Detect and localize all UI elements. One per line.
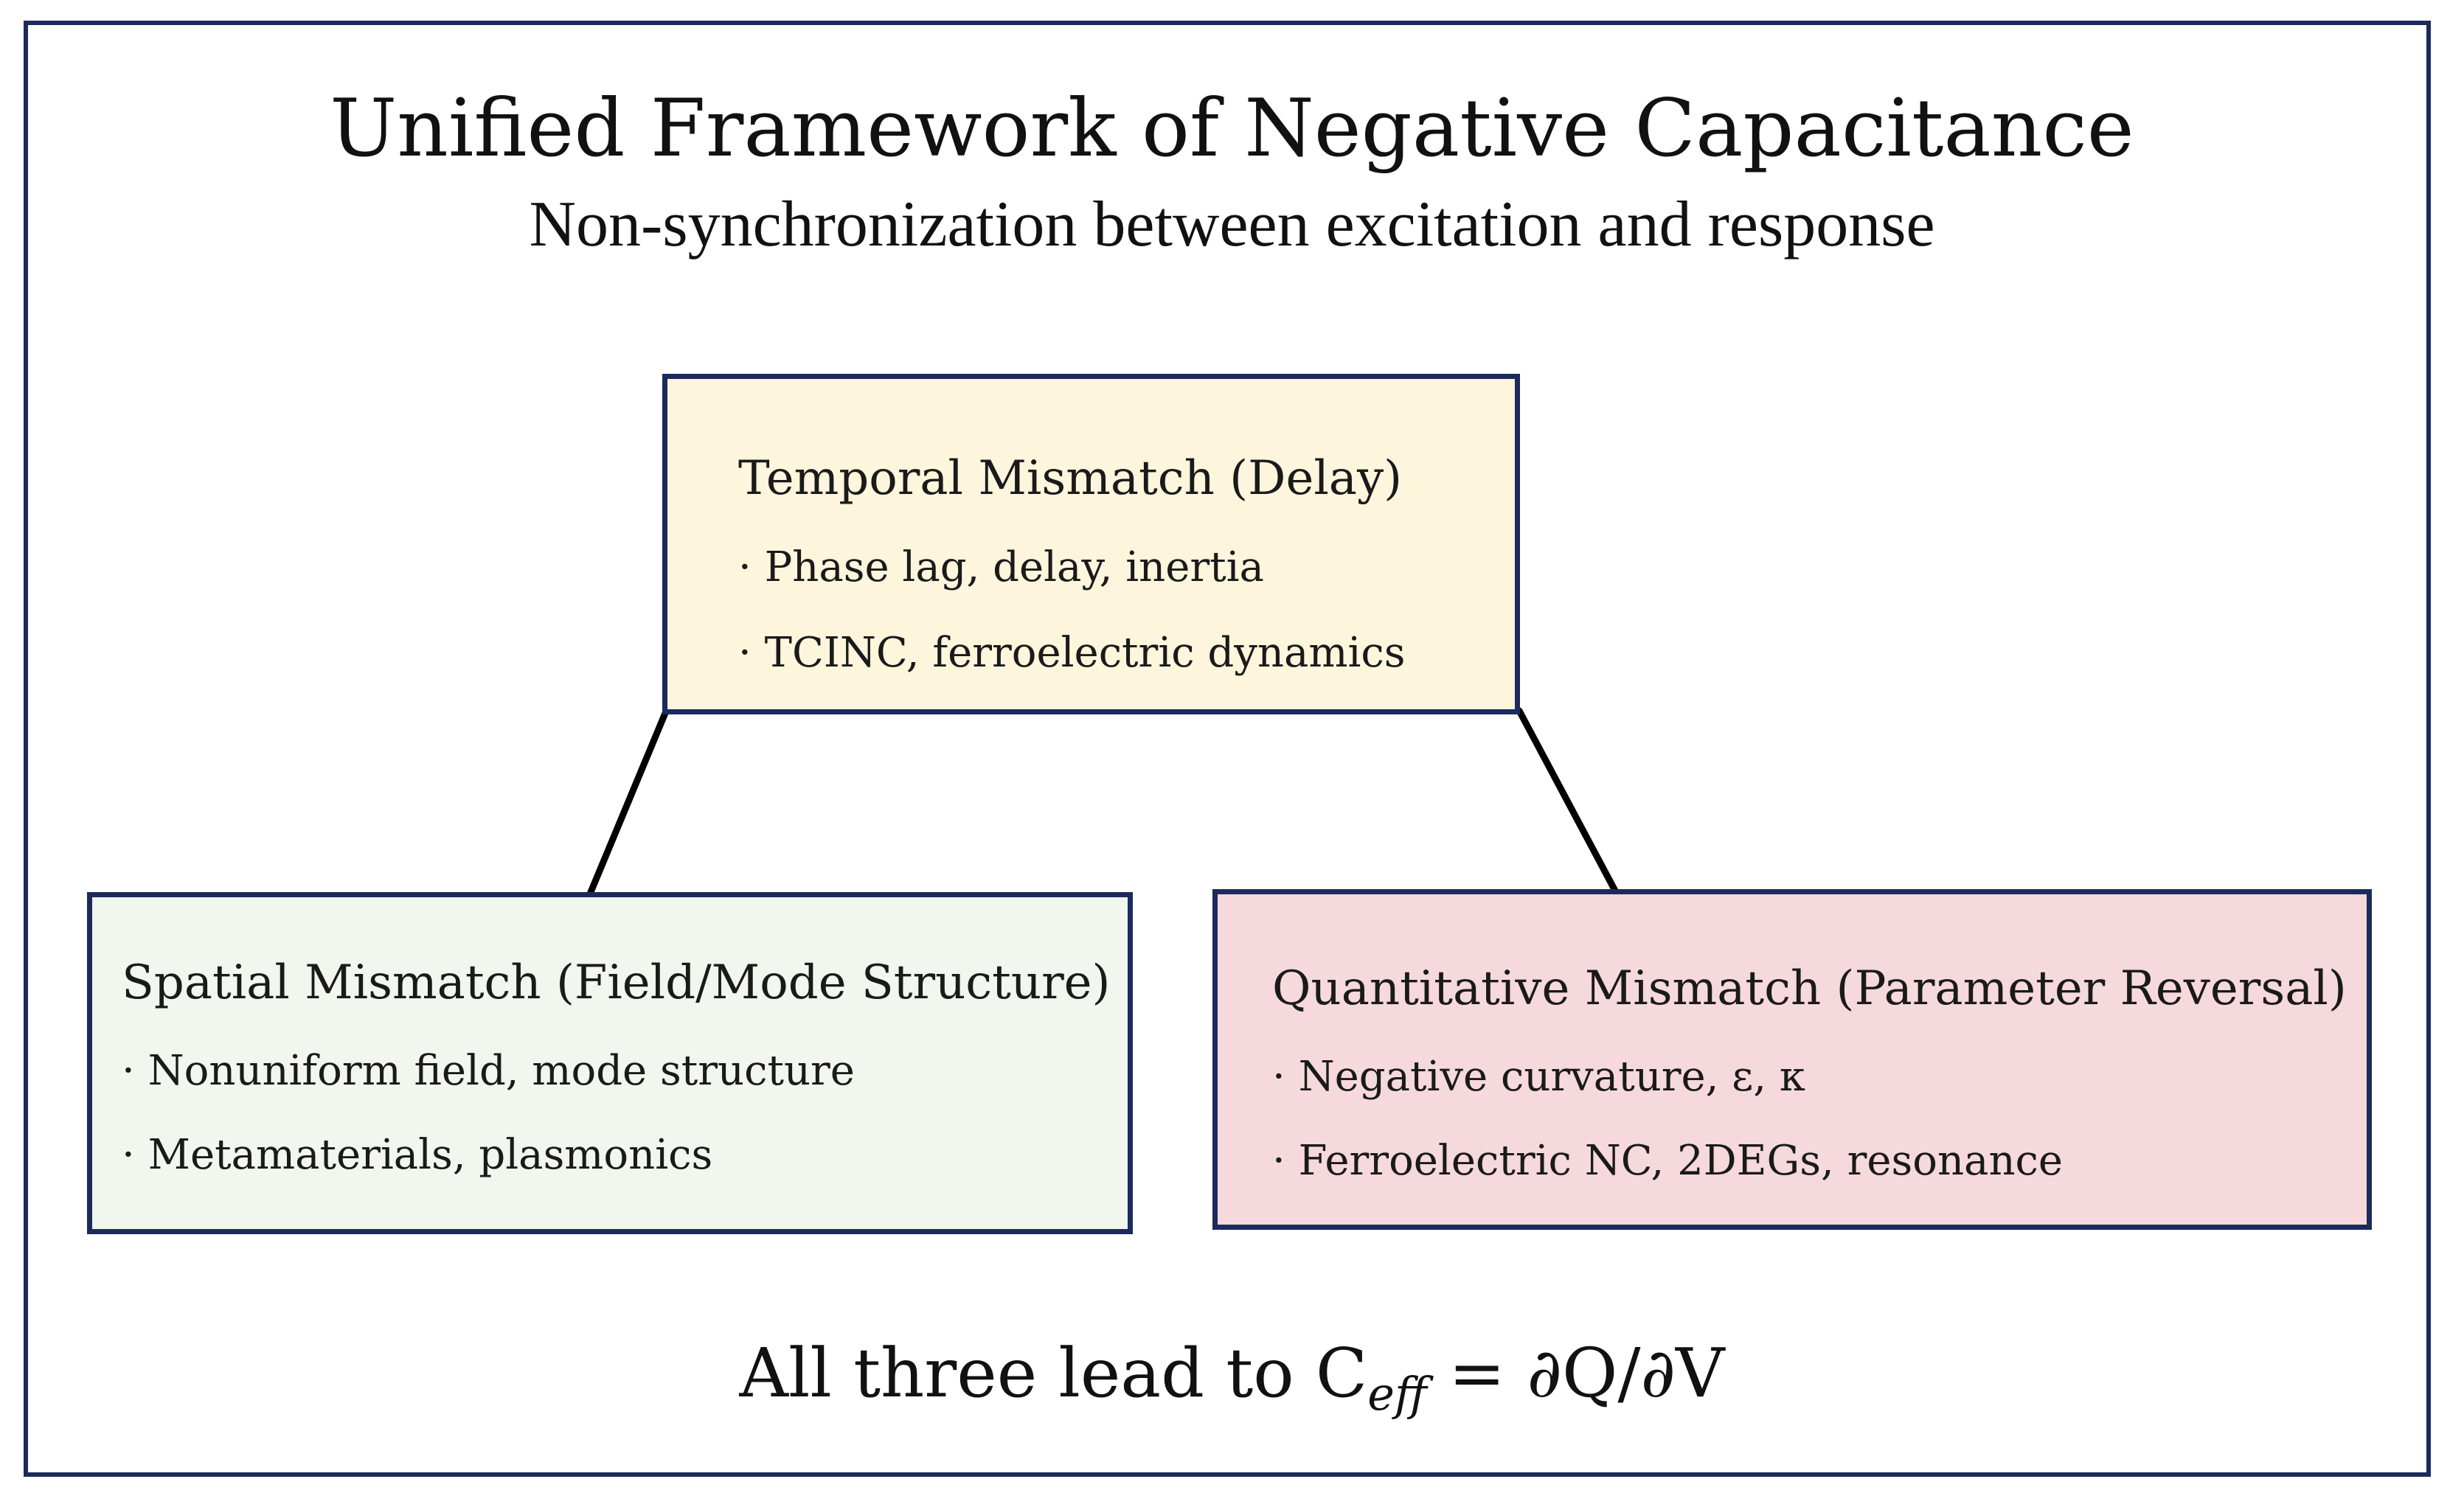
connector-temporal-spatial <box>587 704 671 896</box>
temporal-bullet: · TCINC, ferroelectric dynamics <box>738 629 1406 677</box>
connector-temporal-quantitative <box>1516 707 1620 896</box>
diagram-subtitle: Non-synchronization between excitation a… <box>529 189 1935 260</box>
spatial-bullet: · Nonuniform field, mode structure <box>122 1047 855 1095</box>
spatial-bullet: · Metamaterials, plasmonics <box>122 1131 713 1179</box>
temporal-mismatch-heading: Temporal Mismatch (Delay) <box>738 451 1403 506</box>
quantitative-bullet: · Negative curvature, ε, κ <box>1272 1053 1805 1101</box>
diagram-title: Unified Framework of Negative Capacitanc… <box>330 83 2134 175</box>
temporal-mismatch-box: Temporal Mismatch (Delay) · Phase lag, d… <box>662 374 1520 714</box>
conclusion-equation: All three lead to Ceff = ∂Q/∂V <box>0 1333 2464 1421</box>
quantitative-mismatch-heading: Quantitative Mismatch (Parameter Reversa… <box>1272 961 2347 1016</box>
conclusion-subscript: eff <box>1367 1367 1427 1421</box>
quantitative-mismatch-box: Quantitative Mismatch (Parameter Reversa… <box>1212 889 2372 1230</box>
temporal-bullet: · Phase lag, delay, inertia <box>738 543 1264 591</box>
spatial-mismatch-box: Spatial Mismatch (Field/Mode Structure) … <box>87 892 1133 1234</box>
spatial-mismatch-heading: Spatial Mismatch (Field/Mode Structure) <box>122 956 1111 1010</box>
quantitative-bullet: · Ferroelectric NC, 2DEGs, resonance <box>1272 1137 2064 1185</box>
conclusion-text: All three lead to C <box>739 1334 1368 1413</box>
conclusion-formula: = ∂Q/∂V <box>1426 1334 1725 1413</box>
